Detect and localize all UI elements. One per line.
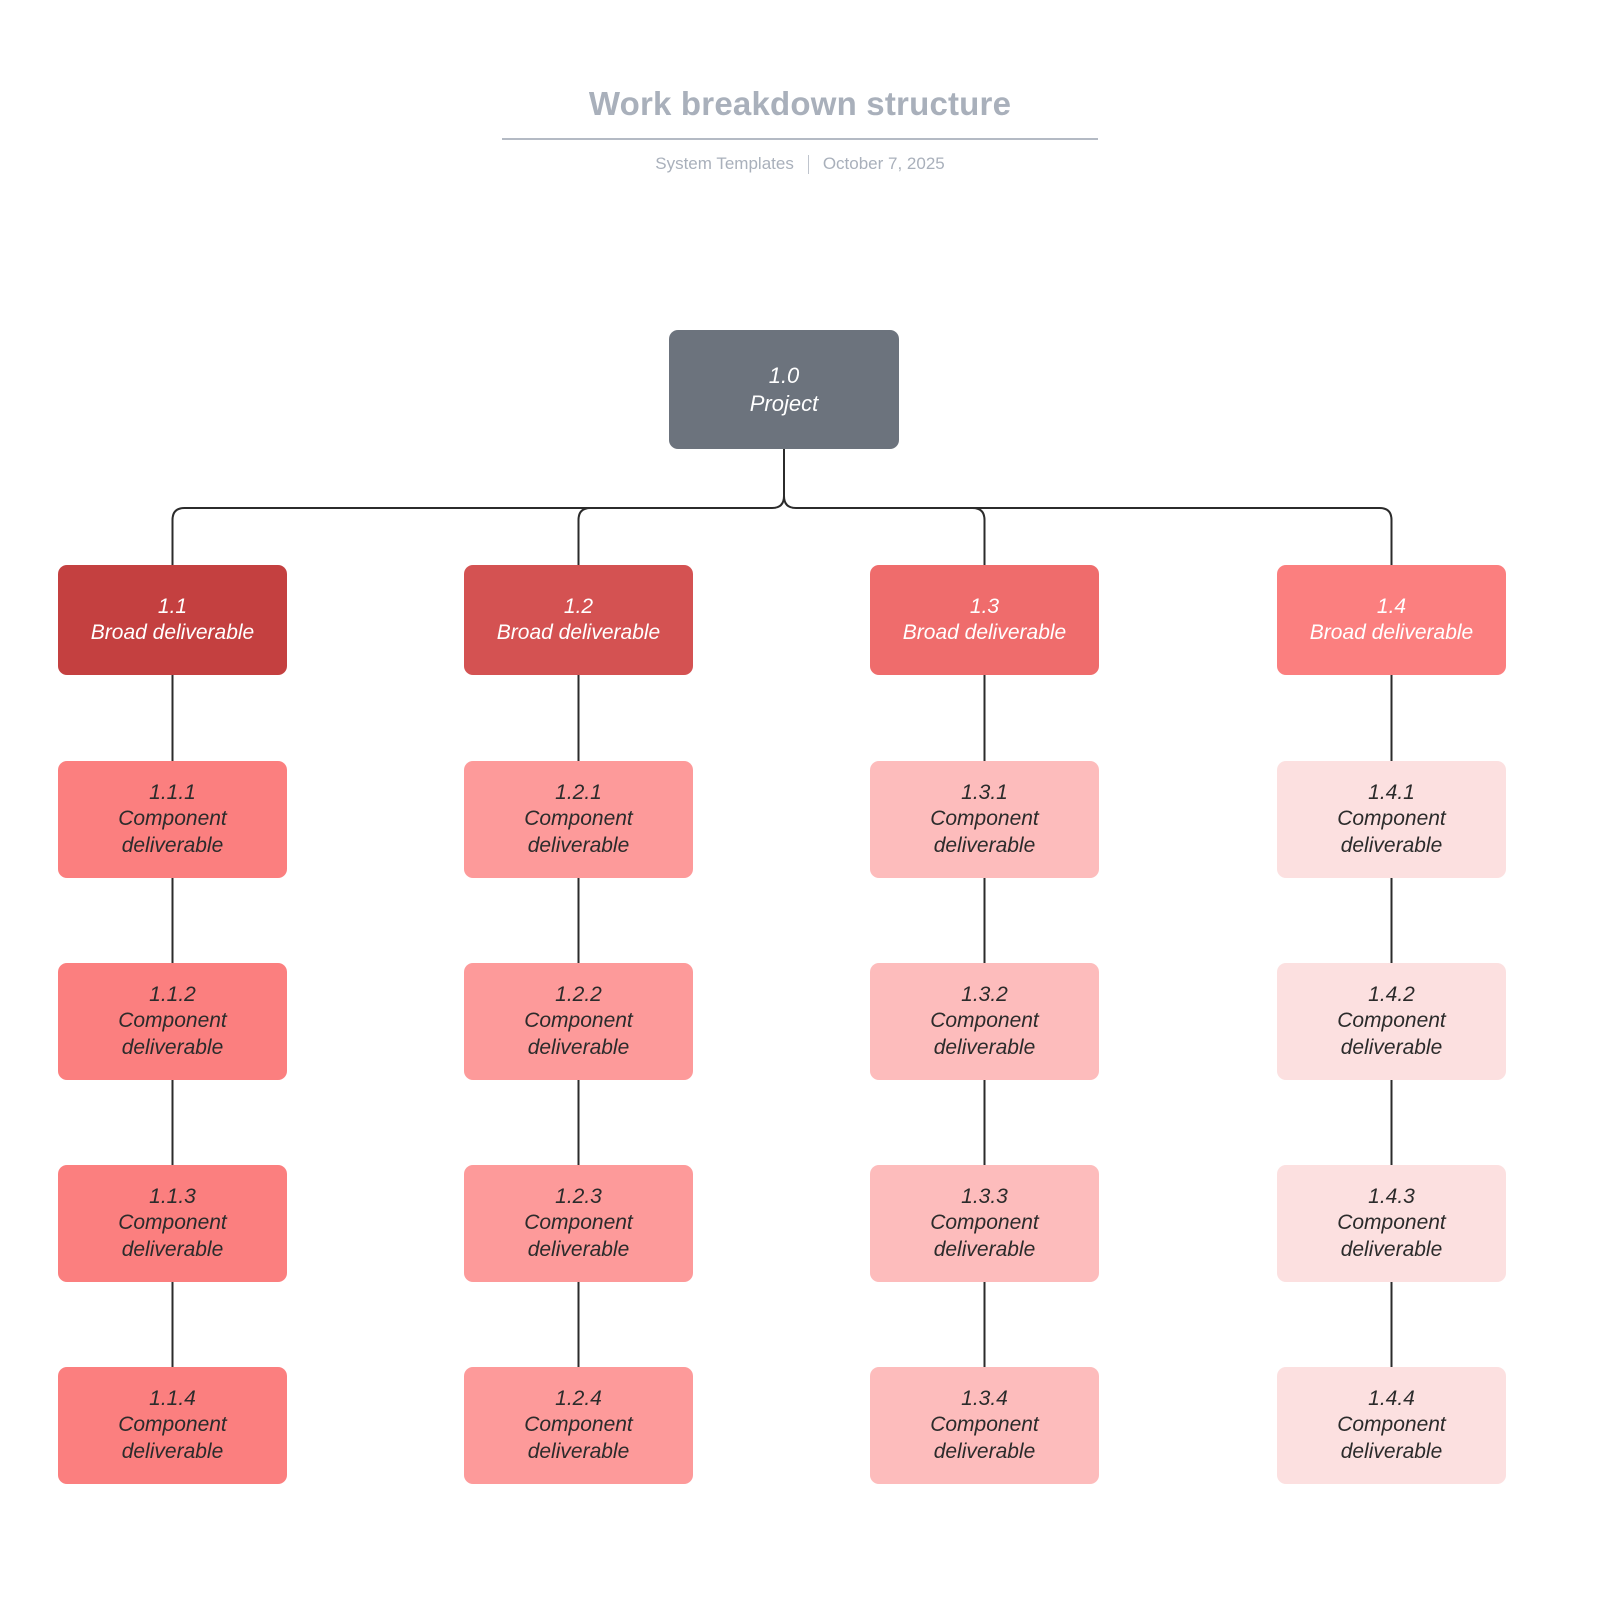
node-label: Component deliverable <box>118 1413 227 1463</box>
node-number: 1.2.3 <box>555 1184 602 1208</box>
node-number: 1.3.2 <box>961 982 1008 1006</box>
node-number: 1.3.4 <box>961 1386 1008 1410</box>
node-number: 1.3.3 <box>961 1184 1008 1208</box>
subtitle-separator <box>807 154 809 174</box>
node-label: Broad deliverable <box>90 621 255 644</box>
node-number: 1.2.1 <box>555 780 602 804</box>
node-label: Component deliverable <box>930 1413 1039 1463</box>
node-label: Component deliverable <box>1337 807 1446 857</box>
edge-root-trunk-left <box>771 449 785 509</box>
edge-root-to-branch-3 <box>796 507 986 565</box>
node-number: 1.4.4 <box>1368 1386 1415 1410</box>
node-label: Component deliverable <box>118 1009 227 1059</box>
title-divider <box>502 138 1098 140</box>
node-number: 1.2.4 <box>555 1386 602 1410</box>
node-number: 1.3.1 <box>961 780 1008 804</box>
node-label: Broad deliverable <box>902 621 1067 644</box>
node-label: Component deliverable <box>1337 1211 1446 1261</box>
node-number: 1.1.3 <box>149 1184 196 1208</box>
document-header: Work breakdown structure System Template… <box>0 84 1600 175</box>
edge-root-to-branch-2 <box>577 507 772 565</box>
node-label: Component deliverable <box>1337 1413 1446 1463</box>
edge-root-to-branch-1 <box>171 507 772 565</box>
node-number: 1.4.3 <box>1368 1184 1415 1208</box>
subtitle-date: October 7, 2025 <box>822 154 945 173</box>
document-subtitle: System Templates October 7, 2025 <box>0 153 1600 175</box>
node-number: 1.3 <box>969 594 1000 618</box>
page-title: Work breakdown structure <box>588 85 1012 122</box>
node-number: 1.1.1 <box>149 780 196 804</box>
node-label: Component deliverable <box>524 1211 633 1261</box>
node-label: Component deliverable <box>524 807 633 857</box>
node-number: 1.0 <box>768 362 800 388</box>
node-number: 1.1 <box>157 594 188 618</box>
node-label: Component deliverable <box>930 1009 1039 1059</box>
node-number: 1.2.2 <box>555 982 602 1006</box>
node-label: Broad deliverable <box>496 621 661 644</box>
edge-root-to-branch-4 <box>796 507 1393 565</box>
node-label: Project <box>749 390 819 416</box>
node-label: Component deliverable <box>930 1211 1039 1261</box>
edge-root-trunk-right <box>783 449 797 509</box>
node-number: 1.4.1 <box>1368 780 1415 804</box>
node-label: Broad deliverable <box>1309 621 1474 644</box>
node-label: Component deliverable <box>118 1211 227 1261</box>
subtitle-source: System Templates <box>655 154 794 173</box>
node-label: Component deliverable <box>930 807 1039 857</box>
node-number: 1.2 <box>563 594 594 618</box>
node-number: 1.1.2 <box>149 982 196 1006</box>
node-label: Component deliverable <box>118 807 227 857</box>
node-label: Component deliverable <box>1337 1009 1446 1059</box>
node-label: Component deliverable <box>524 1009 633 1059</box>
node-label: Component deliverable <box>524 1413 633 1463</box>
node-number: 1.4.2 <box>1368 982 1415 1006</box>
node-number: 1.4 <box>1376 594 1407 618</box>
node-number: 1.1.4 <box>149 1386 196 1410</box>
